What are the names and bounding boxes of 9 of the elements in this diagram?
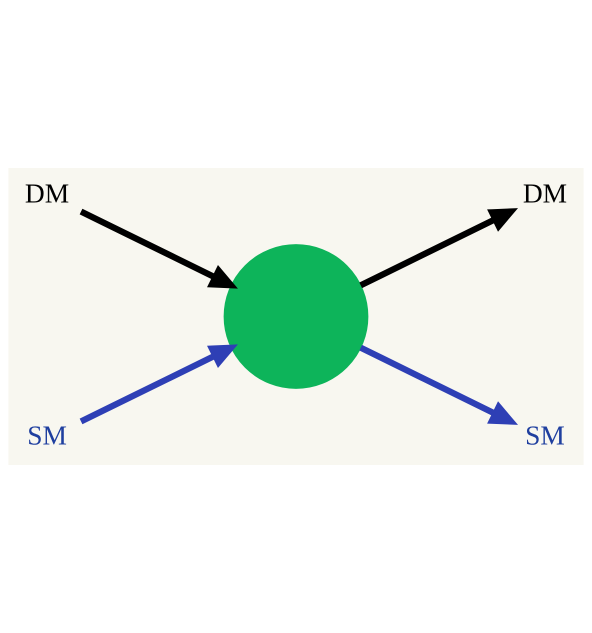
node-text: DM [522, 178, 568, 208]
arrow [359, 344, 518, 425]
arrow [80, 344, 238, 424]
node-circle [224, 244, 368, 389]
node-text: SM [27, 420, 67, 451]
arrow [80, 208, 238, 289]
node-text: SM [525, 420, 565, 451]
arrow [359, 208, 518, 288]
node-text: DM [24, 178, 70, 208]
